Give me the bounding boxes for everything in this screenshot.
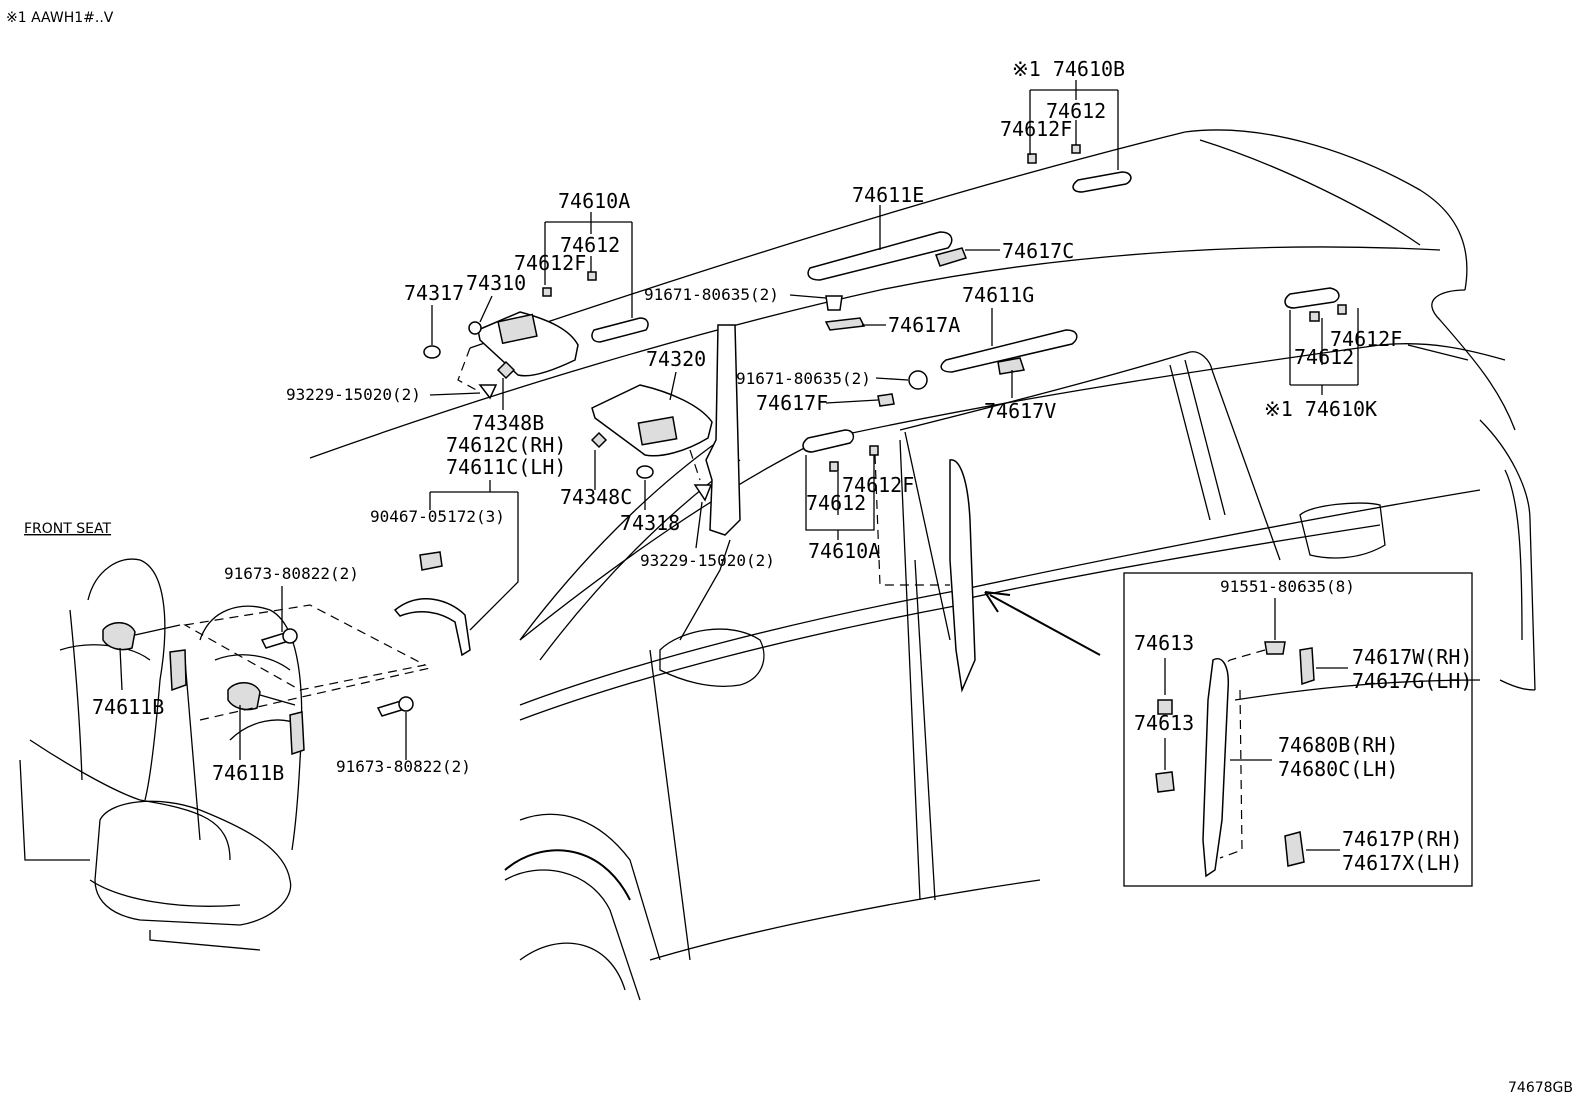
part-label: 74680B(RH) (1278, 733, 1398, 757)
part-label: 74617G(LH) (1352, 669, 1472, 693)
part-label: 93229-15020(2) (286, 385, 421, 404)
leader-lines (119, 80, 1473, 887)
parts (260, 144, 1347, 717)
part-label: 74611B (92, 695, 164, 719)
header-note: ※1 AAWH1#..V (6, 10, 114, 26)
part-label: ※1 74610B (1012, 57, 1125, 81)
part-label: 74610A (558, 189, 630, 213)
part-label: 91671-80635(2) (736, 369, 871, 388)
part-label: 74617F (756, 391, 828, 415)
part-label: ※1 74610K (1264, 397, 1377, 421)
front-seat-label: FRONT SEAT (24, 521, 111, 537)
part-label: 93229-15020(2) (640, 551, 775, 570)
part-label: 74617V (984, 399, 1056, 423)
part-label: 74348C (560, 485, 632, 509)
part-label: 74611E (852, 183, 924, 207)
part-label: 74612F (1330, 327, 1402, 351)
part-label: 74617W(RH) (1352, 645, 1472, 669)
part-label: 74612 (560, 233, 620, 257)
part-label: 74320 (646, 347, 706, 371)
part-label: 74611C(LH) (446, 455, 566, 479)
part-label: 74348B (472, 411, 544, 435)
part-label: 74612 (806, 491, 866, 515)
part-label: 74318 (620, 511, 680, 535)
part-label: 91551-80635(8) (1220, 577, 1355, 596)
part-label: 74317 (404, 281, 464, 305)
part-label: 74613 (1134, 631, 1194, 655)
part-label: 74612F (514, 251, 586, 275)
front-seats (19, 558, 305, 951)
part-label: 74612 (1294, 345, 1354, 369)
part-label: 74611B (212, 761, 284, 785)
part-label: 74611G (962, 283, 1034, 307)
labels: ※1 AAWH1#..V FRONT SEAT 74678GB ※1 74610… (6, 10, 1573, 1096)
part-label: 74617P(RH) (1342, 827, 1462, 851)
diagram-code: 74678GB (1508, 1080, 1573, 1096)
part-label: 74310 (466, 271, 526, 295)
part-label: 74612C(RH) (446, 433, 566, 457)
part-label: 91673-80822(2) (336, 757, 471, 776)
part-label: 74610A (808, 539, 880, 563)
part-label: 74617A (888, 313, 960, 337)
part-label: 74612F (1000, 117, 1072, 141)
part-label: 74617X(LH) (1342, 851, 1462, 875)
part-label: 74680C(LH) (1278, 757, 1398, 781)
part-label: 74613 (1134, 711, 1194, 735)
part-label: 91671-80635(2) (644, 285, 779, 304)
part-label: 91673-80822(2) (224, 564, 359, 583)
part-label: 74617C (1002, 239, 1074, 263)
part-label: 74612F (842, 473, 914, 497)
part-label: 74612 (1046, 99, 1106, 123)
part-label: 90467-05172(3) (370, 507, 505, 526)
